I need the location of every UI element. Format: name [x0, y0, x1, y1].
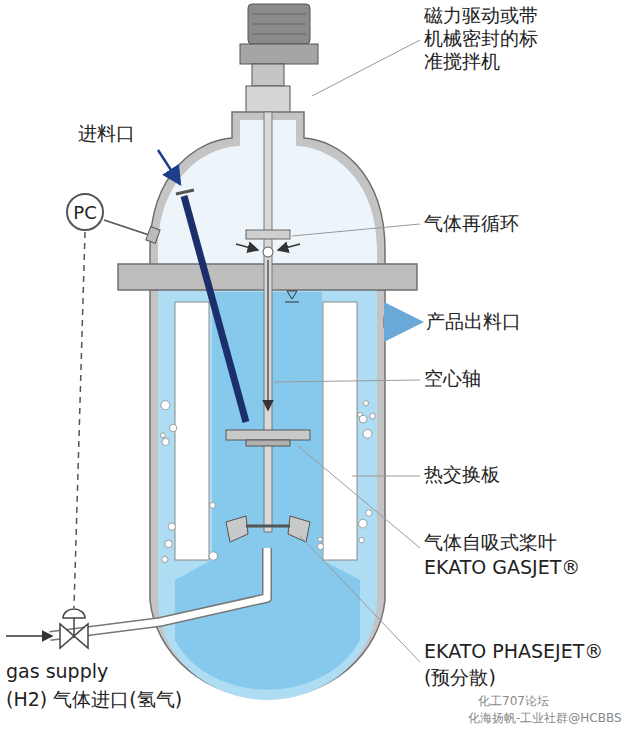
watermark: 化工707论坛	[478, 694, 549, 708]
product-outlet-nozzle	[384, 317, 394, 327]
product-outlet-label: 产品出料口	[426, 310, 521, 333]
gas-recirculation-port	[263, 247, 273, 257]
gas-inlet-pipe	[50, 548, 267, 636]
gas-bubble	[370, 413, 376, 419]
product-outlet-arrow	[394, 320, 420, 324]
gas-bubble	[161, 401, 170, 410]
gas-bubble	[210, 503, 216, 509]
impeller-label: 气体自吸式桨叶	[424, 531, 557, 554]
gas-bubble	[162, 556, 168, 562]
liquid-level-symbol	[287, 291, 297, 299]
node-text: PC	[73, 202, 96, 223]
gas-supply-arrow	[6, 635, 52, 637]
heat-exchange-plate	[175, 302, 209, 560]
gas-bubble	[359, 519, 368, 528]
gas-bubble	[169, 424, 176, 431]
gasjet-impeller	[226, 430, 310, 440]
watermark: 化海扬帆-工业社群@HCBBS	[468, 711, 622, 725]
pc-signal-line	[104, 220, 152, 236]
liquid-level-symbol	[285, 302, 299, 303]
gasjet-impeller	[246, 440, 290, 446]
gas-bubble	[168, 523, 175, 530]
gas-flow-arrow	[278, 244, 300, 250]
gas-recirculation-label: 气体再循环	[424, 212, 519, 235]
leader-line	[274, 40, 420, 662]
gas-bubble	[359, 538, 364, 543]
gas-bubble	[318, 537, 322, 541]
gas-bubble	[161, 433, 166, 438]
gas-bubble	[317, 544, 323, 550]
agitator-label: 磁力驱动或带机械密封的标准搅拌机	[424, 4, 546, 72]
control-valve	[60, 609, 88, 648]
gas-bubble	[359, 415, 367, 423]
gas-recirculation-port	[246, 230, 290, 239]
phasejet-hub	[246, 525, 290, 528]
pressure-nozzle	[146, 227, 160, 244]
predispersion-label: (预分散)	[424, 666, 496, 689]
gas-bubble	[363, 429, 372, 438]
gas-bubble	[366, 510, 372, 516]
shaft-flow-arrow	[267, 260, 269, 410]
gas-inlet-label: (H2) 气体进口(氢气)	[6, 688, 182, 711]
agitator-drive	[240, 4, 318, 116]
heat-exchange-plate-label: 热交换板	[424, 463, 500, 486]
gas-bubble	[165, 540, 172, 547]
feed-pipe	[184, 196, 246, 422]
heat-exchange-plate	[323, 302, 357, 560]
hollow-shaft-label: 空心轴	[424, 367, 481, 390]
gas-inlet-pipe	[50, 548, 267, 636]
gas-bubble	[363, 401, 368, 406]
feed-nozzle	[176, 190, 194, 194]
pc-signal-line	[74, 232, 85, 608]
phasejet-blade	[288, 516, 310, 542]
gas-supply-label: gas supply	[6, 660, 108, 683]
feed-arrow	[158, 150, 180, 184]
gas-bubble	[162, 438, 169, 445]
gas-bubble	[209, 552, 217, 560]
phasejet-label: EKATO PHASEJET®	[424, 640, 603, 663]
feed-inlet-label: 进料口	[78, 122, 135, 145]
gas-flow-arrow	[236, 244, 258, 250]
impeller-brand-label: EKATO GASJET®	[424, 556, 580, 579]
hollow-shaft	[264, 112, 272, 532]
pressure-controller-circle: PC	[66, 193, 104, 231]
phasejet-blade	[226, 516, 248, 542]
